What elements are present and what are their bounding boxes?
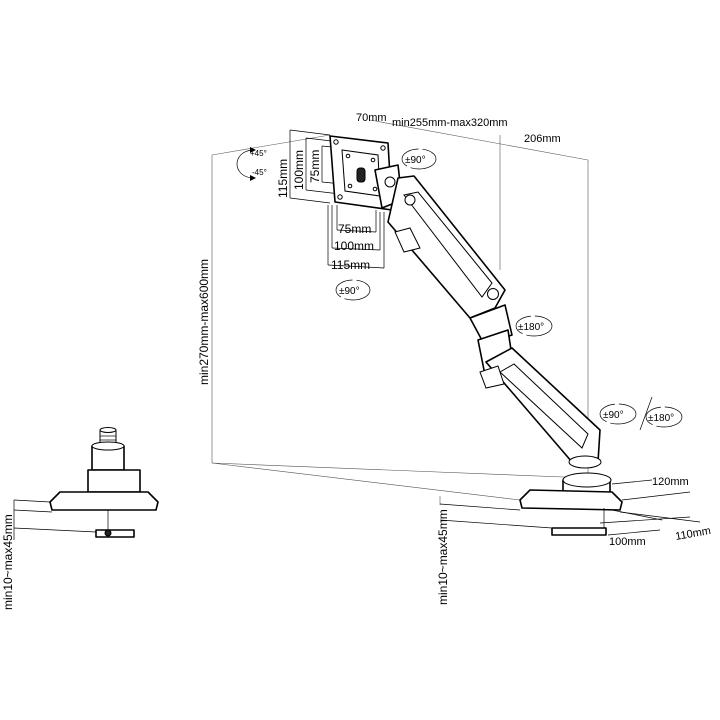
rotation-badge-head: ±90° [401, 148, 437, 170]
clamp-plate [551, 527, 607, 536]
upper-arm-pivot [404, 194, 416, 206]
vesa-height-75-label: 75mm [308, 150, 322, 183]
vesa-hole-icon [333, 139, 339, 145]
vesa-width-75-label: 75mm [338, 222, 371, 236]
lower-arm-channel [499, 363, 589, 449]
clamp-housing [87, 469, 141, 493]
desk-thickness-center-label: min10~max45mm [436, 509, 450, 605]
rotation-badge-base: ±90° ±180° [599, 396, 683, 431]
tilt-indicator: +45° -45° [236, 147, 267, 181]
rotation-badge-elbow: ±180° [515, 315, 553, 337]
vesa-height-115-label: 115mm [276, 159, 290, 198]
plate-rotate-label: ±90° [339, 286, 360, 297]
desk-back-edge [211, 462, 521, 501]
vesa-hole-icon [345, 153, 351, 159]
tilt-head-knob [384, 176, 396, 188]
arm-reach-label: min255mm-max320mm [392, 117, 508, 129]
rotate-arrow-icon [645, 406, 683, 428]
center-desk-dimension: min10~max45mm [436, 503, 553, 605]
upper-arm [387, 175, 506, 322]
base-plate [519, 489, 623, 511]
vesa-hole-icon [347, 183, 353, 189]
tilt-arrow-up-icon [250, 147, 256, 153]
base-width-label: 120mm [652, 476, 689, 488]
vesa-hole-icon [370, 157, 376, 163]
rotation-badge-plate: ±90° [335, 279, 371, 301]
base-dimensions: 120mm 100mm 110mm [599, 476, 712, 548]
rotate-arrow-icon [401, 148, 437, 170]
clamp-knob-icon [104, 529, 112, 537]
vesa-center-slot [356, 167, 366, 183]
upper-arm-channel [403, 191, 493, 298]
tilt-arrow-down-icon [250, 175, 256, 181]
arm-cable-clip [394, 227, 421, 253]
lower-arm-clip [479, 365, 505, 389]
clamp-lower-plate [95, 529, 135, 538]
main-base [519, 455, 623, 536]
reference-planes [211, 119, 589, 505]
vesa-width-115-label: 115mm [331, 258, 370, 272]
left-desk-dimension: min10~max45mm [1, 499, 97, 610]
upper-arm-tension-knob [487, 288, 499, 300]
tilt-plus-label: +45° [250, 149, 267, 158]
vesa-hole-icon [337, 194, 343, 200]
base-swivel-180-label: ±180° [648, 413, 674, 424]
desk-surface-line [211, 462, 589, 479]
head-swivel-label: ±90° [405, 155, 426, 166]
pole-top-ring [568, 455, 602, 469]
vesa-height-100-label: 100mm [292, 150, 306, 190]
vesa-hole-icon [372, 186, 378, 192]
vesa-width-dimensions: 75mm 100mm 115mm [327, 205, 385, 272]
vesa-height-dimensions: 115mm 100mm 75mm [276, 129, 343, 204]
top-dimension-labels: 70mm min255mm-max320mm 206mm [356, 112, 561, 145]
vesa-width-100-label: 100mm [334, 239, 374, 253]
elbow-rotate-label: ±180° [518, 322, 544, 333]
clamp-detail [49, 427, 159, 538]
depth-back-label: 206mm [524, 133, 561, 145]
tilt-arc-icon [236, 149, 253, 179]
rotate-arrow-icon [599, 403, 637, 425]
arm-offset-label: 70mm [356, 112, 387, 124]
lower-arm [479, 347, 601, 463]
rotate-arrow-icon [335, 279, 371, 301]
clamp-depth-110-label: 110mm [674, 525, 711, 543]
base-swivel-90-label: ±90° [603, 410, 624, 421]
badge-divider [639, 396, 653, 431]
clamp-base-plate [49, 491, 159, 511]
desk-thickness-left-label: min10~max45mm [1, 514, 15, 610]
tilt-minus-label: -45° [252, 168, 267, 177]
top-depth-line [369, 119, 589, 161]
clamp-collar-top [91, 441, 125, 451]
pole-stub-top [99, 427, 117, 433]
pole-height-label: min270mm-max600mm [197, 259, 211, 385]
rotate-arrow-icon [515, 315, 553, 337]
clamp-depth-100-label: 100mm [609, 536, 646, 548]
vesa-plate [329, 135, 403, 211]
vesa-hole-icon [380, 145, 386, 151]
base-collar-top [562, 472, 612, 488]
